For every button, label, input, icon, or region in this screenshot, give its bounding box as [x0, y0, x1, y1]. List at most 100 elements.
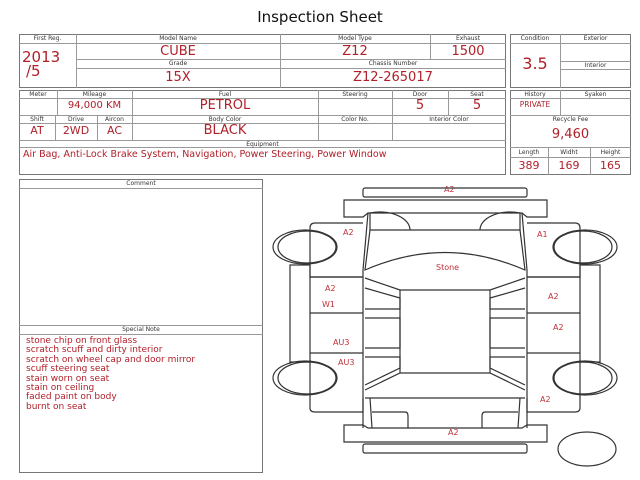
chassis-number: Z12-265017	[353, 70, 433, 85]
body-color-label: Body Color	[208, 116, 242, 123]
recycle-fee-label: Recycle Fee	[552, 116, 589, 123]
special-note: scratch scuff and dirty interior	[26, 345, 163, 356]
exterior-label: Exterior	[583, 35, 608, 42]
height-label: Height	[600, 149, 621, 156]
grade-label: Grade	[168, 60, 188, 67]
left-windows	[364, 287, 401, 386]
right-front-wheel	[552, 229, 618, 265]
front-bumper-strip	[362, 187, 528, 198]
right-rear-fender	[526, 360, 581, 413]
shift-label: Shift	[30, 116, 44, 123]
comment-box	[19, 179, 263, 473]
model-name-label: Model Name	[159, 35, 197, 42]
width-label: Widht	[560, 149, 578, 156]
exhaust: 1500	[451, 44, 485, 59]
mileage-label: Mileage	[82, 91, 107, 98]
aircon-label: Aircon	[105, 116, 124, 123]
door-label: Door	[412, 91, 428, 98]
drive: 2WD	[62, 124, 90, 137]
special-note: stone chip on front glass	[26, 336, 138, 346]
condition-label: Condition	[520, 35, 550, 42]
mark-right-rear-door: A2	[553, 323, 564, 332]
model-type-label: Model Type	[338, 35, 372, 42]
special-note: stain worn on seat	[26, 373, 110, 384]
fuel-label: Fuel	[218, 91, 232, 98]
special-note: faded paint on body	[26, 392, 117, 403]
left-side-sill	[289, 264, 311, 363]
equipment: Air Bag, Anti-Lock Brake System, Navigat…	[23, 149, 387, 160]
history: PRIVATE	[519, 100, 551, 109]
rear-bumper-strip	[362, 443, 528, 454]
special-note: scratch on wheel cap and door mirror	[26, 354, 196, 365]
meter-label: Meter	[29, 91, 47, 98]
mark-right-front-door: A2	[548, 292, 559, 301]
windshield	[364, 229, 526, 271]
chassis-label: Chassis Number	[368, 60, 418, 67]
rear-bumper	[343, 424, 548, 443]
equipment-label: Equipment	[246, 141, 279, 148]
body-outline	[362, 212, 528, 428]
mark-front-bumper: A2	[444, 185, 455, 194]
width: 169	[558, 159, 580, 172]
left-rear-fender	[309, 360, 364, 413]
vehicle-spec-table	[19, 90, 506, 175]
spare-tire	[557, 431, 617, 467]
first-reg-month: /5	[26, 62, 41, 80]
right-rear-wheel	[552, 360, 618, 396]
comment-label: Comment	[126, 180, 156, 187]
door: 5	[415, 98, 425, 113]
mark-left-front-door-2: W1	[322, 300, 335, 309]
fuel: PETROL	[199, 98, 251, 113]
mark-left-rear-door: AU3	[333, 338, 349, 347]
seat-label: Seat	[470, 91, 484, 98]
first-reg-year: 2013	[22, 48, 61, 66]
drive-label: Drive	[68, 116, 84, 123]
right-doors	[527, 276, 580, 354]
special-note-label: Special Note	[122, 326, 160, 333]
mark-windshield: Stone	[436, 263, 459, 272]
height: 165	[600, 159, 621, 172]
mark-left-rear-fender: AU3	[338, 358, 354, 367]
vehicle-info-table	[19, 34, 506, 88]
special-note: scuff steering seat	[26, 364, 110, 375]
body-color: BLACK	[203, 123, 247, 138]
left-front-wheel	[272, 229, 338, 265]
length-label: Length	[518, 149, 540, 156]
recycle-fee: 9,460	[551, 127, 590, 142]
history-label: History	[524, 91, 546, 98]
model-type: Z12	[342, 44, 368, 59]
mark-left-front-door: A2	[325, 284, 336, 293]
right-windows	[489, 287, 526, 386]
left-rear-wheel	[272, 360, 338, 396]
page-title: Inspection Sheet	[257, 8, 383, 26]
exhaust-label: Exhaust	[455, 35, 481, 42]
aircon: AC	[106, 124, 122, 137]
steering-label: Steering	[342, 91, 368, 98]
grade: 15X	[165, 70, 191, 85]
mark-right-front-fender: A1	[537, 230, 548, 239]
trunk	[365, 397, 525, 429]
shift: AT	[30, 124, 44, 137]
special-note: burnt on seat	[26, 401, 87, 412]
special-note: stain on ceiling	[26, 383, 95, 394]
left-doors	[310, 276, 363, 354]
syaken-label: Syaken	[584, 91, 607, 98]
mark-right-rear-fender: A2	[540, 395, 551, 404]
color-no-label: Color No.	[341, 116, 369, 123]
right-side-sill	[579, 264, 601, 363]
condition-grade: 3.5	[522, 54, 548, 73]
interior-label: Interior	[584, 62, 607, 69]
mileage: 94,000 KM	[67, 100, 122, 111]
model-name: CUBE	[160, 44, 196, 59]
mark-left-front-fender: A2	[343, 228, 354, 237]
length: 389	[518, 159, 540, 172]
mark-rear-bumper: A2	[448, 428, 459, 437]
front-bumper	[343, 199, 548, 218]
left-front-fender	[309, 222, 363, 278]
history-table	[510, 90, 631, 175]
hood	[369, 211, 521, 231]
interior-color-label: Interior Color	[429, 116, 469, 123]
right-front-fender	[527, 222, 581, 278]
first-reg-label: First Reg.	[33, 35, 62, 42]
